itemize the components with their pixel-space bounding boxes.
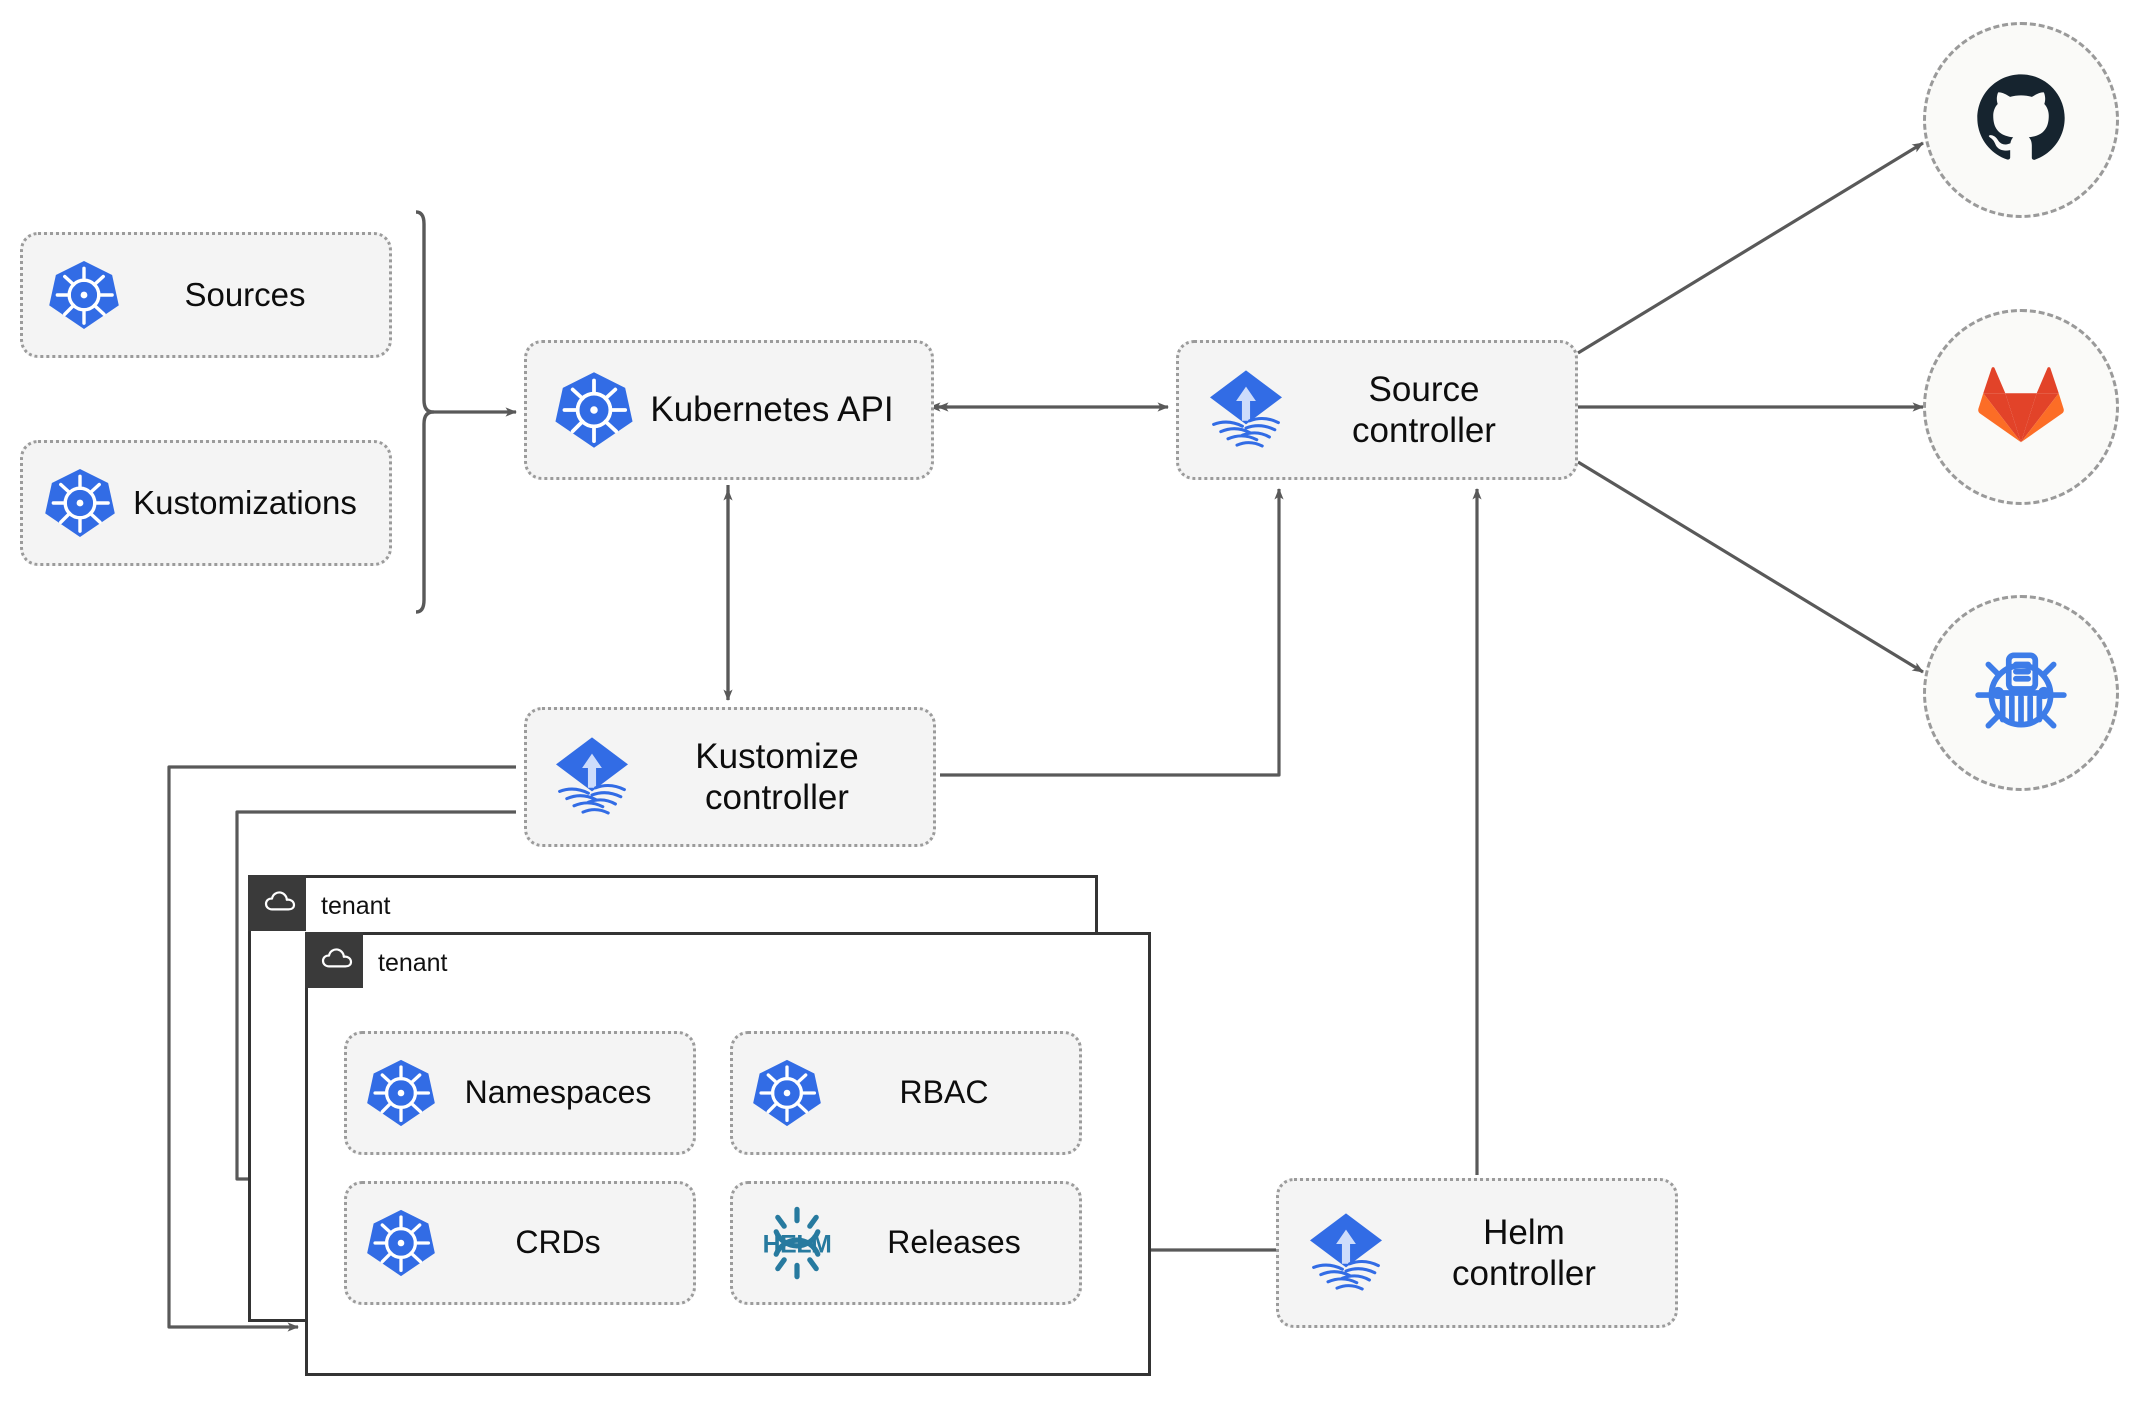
tenant-tab-back bbox=[248, 875, 306, 931]
node-label: Sources bbox=[184, 275, 306, 313]
kubernetes-icon bbox=[551, 367, 637, 453]
node-kustomize-controller[interactable]: Kustomize controller bbox=[524, 707, 936, 847]
tenant-label: tenant bbox=[378, 949, 448, 977]
github-icon bbox=[1969, 66, 2073, 175]
node-label: Kustomize controller bbox=[639, 736, 915, 819]
node-crds[interactable]: CRDs bbox=[344, 1181, 696, 1305]
node-label-line2: controller bbox=[1352, 411, 1496, 450]
source-github[interactable] bbox=[1923, 22, 2119, 218]
tenant-tab-front bbox=[305, 932, 363, 988]
node-label: Kubernetes API bbox=[650, 390, 894, 430]
node-kustomizations[interactable]: Kustomizations bbox=[20, 440, 392, 566]
node-label: Kustomizations bbox=[133, 483, 357, 521]
gitlab-icon bbox=[1972, 356, 2070, 459]
source-bucket[interactable] bbox=[1923, 595, 2119, 791]
node-label: Namespaces bbox=[464, 1074, 652, 1111]
kubernetes-icon bbox=[45, 256, 123, 334]
node-label: RBAC bbox=[899, 1074, 989, 1111]
tenant-label: tenant bbox=[321, 892, 391, 920]
node-label-line2: controller bbox=[705, 778, 849, 817]
cloud-icon bbox=[317, 938, 361, 982]
source-gitlab[interactable] bbox=[1923, 309, 2119, 505]
node-label-line1: Kustomize bbox=[695, 736, 859, 776]
node-label: Releases bbox=[887, 1224, 1021, 1261]
node-label-line1: Source bbox=[1368, 369, 1480, 409]
node-label: CRDs bbox=[515, 1224, 601, 1261]
helm-icon: HELM bbox=[749, 1203, 845, 1283]
node-label: Helm controller bbox=[1393, 1212, 1655, 1295]
tenant-container-front[interactable]: tenant Namespaces bbox=[305, 932, 1151, 1376]
node-source-controller[interactable]: Source controller bbox=[1176, 340, 1578, 480]
kubernetes-icon bbox=[363, 1205, 439, 1281]
node-helm-controller[interactable]: Helm controller bbox=[1276, 1178, 1678, 1328]
kubernetes-icon bbox=[363, 1055, 439, 1131]
node-namespaces[interactable]: Namespaces bbox=[344, 1031, 696, 1155]
node-rbac[interactable]: RBAC bbox=[730, 1031, 1082, 1155]
node-releases[interactable]: HELM Releases bbox=[730, 1181, 1082, 1305]
flux-icon bbox=[1299, 1206, 1393, 1300]
node-kubernetes-api[interactable]: Kubernetes API bbox=[524, 340, 934, 480]
flux-icon bbox=[1199, 363, 1293, 457]
node-label: Source controller bbox=[1293, 369, 1555, 452]
kubernetes-icon bbox=[41, 464, 119, 542]
node-label-line2: controller bbox=[1452, 1254, 1596, 1293]
bucket-icon bbox=[1970, 640, 2072, 747]
cloud-icon bbox=[260, 881, 304, 925]
node-sources[interactable]: Sources bbox=[20, 232, 392, 358]
svg-text:HELM: HELM bbox=[763, 1232, 832, 1259]
flux-icon bbox=[545, 730, 639, 824]
node-label-line1: Helm bbox=[1483, 1212, 1565, 1252]
kubernetes-icon bbox=[749, 1055, 825, 1131]
